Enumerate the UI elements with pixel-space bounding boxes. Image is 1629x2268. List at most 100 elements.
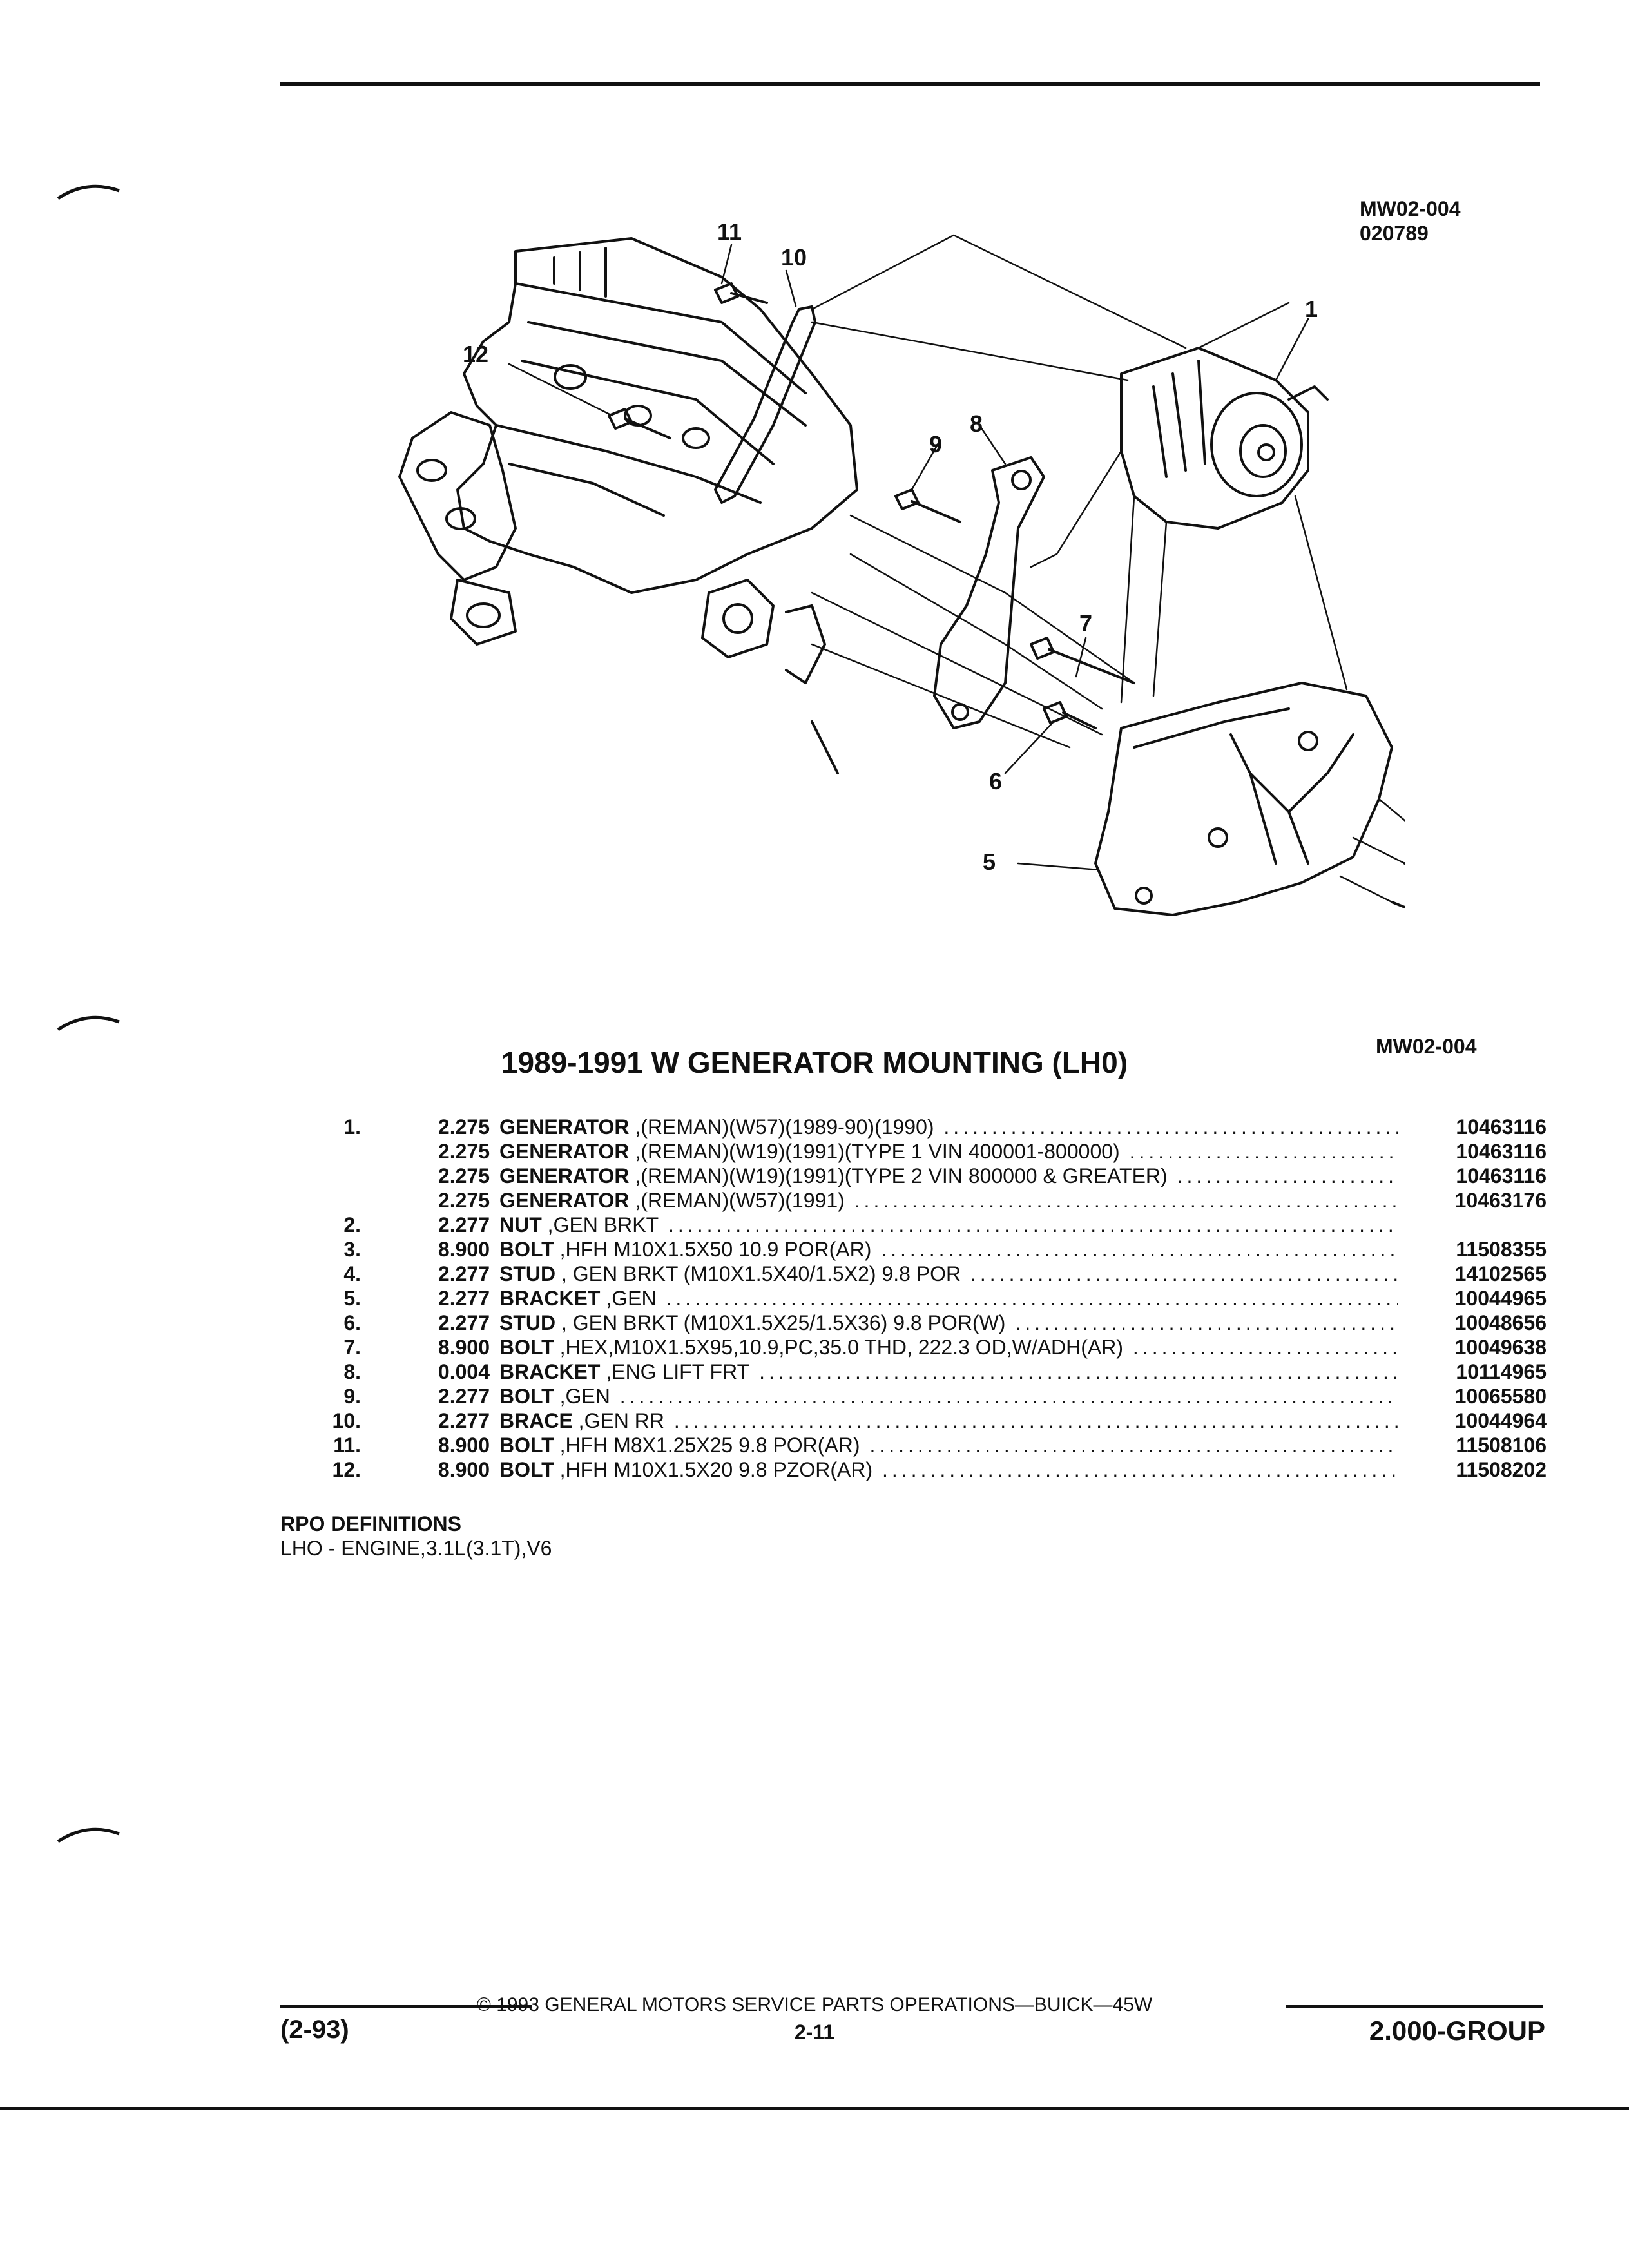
footer-rule-right: [1286, 2005, 1543, 2008]
lift-bracket-drawing: [933, 456, 1045, 729]
item-name: GENERATOR: [499, 1189, 630, 1212]
item-name: BOLT: [499, 1336, 554, 1359]
item-part-number: 10463116: [1456, 1115, 1547, 1139]
item-name: STUD: [499, 1262, 556, 1285]
item-number: 5.: [343, 1287, 361, 1310]
section-title: 1989-1991 W GENERATOR MOUNTING (LH0): [501, 1046, 1128, 1079]
stud-4-drawing: [1391, 901, 1405, 909]
item-number: 12.: [332, 1458, 361, 1481]
dot-leader: ........................................…: [668, 1213, 1398, 1236]
item-part-number: 11508355: [1456, 1238, 1547, 1261]
item-detail: ,GEN BRKT: [541, 1213, 659, 1236]
item-name: BOLT: [499, 1434, 554, 1457]
item-name: GENERATOR: [499, 1140, 630, 1163]
item-group-number: 2.275: [438, 1164, 490, 1187]
item-description: STUD , GEN BRKT (M10X1.5X40/1.5X2) 9.8 P…: [499, 1262, 1398, 1286]
bolt-11-drawing: [714, 282, 768, 304]
figure-date-code: 020789: [1360, 222, 1429, 245]
item-detail: ,HFH M8X1.25X25 9.8 POR(AR): [554, 1434, 860, 1457]
item-name: STUD: [499, 1311, 556, 1334]
figure-code-bottom: MW02-004: [1376, 1035, 1477, 1058]
rpo-definitions: RPO DEFINITIONS LHO - ENGINE,3.1L(3.1T),…: [280, 1512, 552, 1561]
item-part-number: 14102565: [1454, 1262, 1547, 1285]
dot-leader: ........................................…: [1015, 1311, 1398, 1334]
footer-copyright: © 1993 GENERAL MOTORS SERVICE PARTS OPER…: [476, 1994, 1153, 2015]
item-part-number: 10463116: [1456, 1164, 1547, 1187]
dot-leader: ........................................…: [970, 1262, 1398, 1285]
item-number: 10.: [332, 1409, 361, 1432]
dot-leader: ........................................…: [882, 1458, 1398, 1481]
item-detail: ,HFH M10X1.5X20 9.8 PZOR(AR): [554, 1458, 873, 1481]
callout-6: 6: [989, 768, 1002, 794]
dot-leader: ........................................…: [854, 1189, 1398, 1212]
item-description: NUT ,GEN BRKT ..........................…: [499, 1213, 1398, 1237]
item-part-number: 10044964: [1454, 1409, 1547, 1432]
item-name: BRACKET: [499, 1287, 601, 1310]
binder-mark-top: [57, 184, 120, 200]
bolt-12-drawing: [608, 408, 671, 439]
dot-leader: ........................................…: [666, 1287, 1398, 1310]
item-detail: , GEN BRKT (M10X1.5X25/1.5X36) 9.8 POR(W…: [555, 1311, 1006, 1334]
item-description: BRACKET ,ENG LIFT FRT ..................…: [499, 1360, 1398, 1384]
dot-leader: ........................................…: [619, 1385, 1398, 1408]
item-group-number: 8.900: [438, 1238, 490, 1261]
generator-bracket-drawing: [1094, 682, 1393, 916]
item-description: BOLT ,HFH M10X1.5X50 10.9 POR(AR) ......…: [499, 1237, 1398, 1262]
item-group-number: 2.275: [438, 1115, 490, 1139]
item-part-number: 10049638: [1454, 1336, 1547, 1359]
item-group-number: 0.004: [438, 1360, 490, 1383]
item-description: BOLT ,HFH M10X1.5X20 9.8 PZOR(AR) ......…: [499, 1457, 1398, 1482]
callout-10: 10: [781, 244, 807, 271]
item-description: STUD , GEN BRKT (M10X1.5X25/1.5X36) 9.8 …: [499, 1311, 1398, 1335]
item-part-number: 10044965: [1454, 1287, 1547, 1310]
dot-leader: ........................................…: [943, 1115, 1398, 1139]
item-group-number: 8.900: [438, 1336, 490, 1359]
item-description: BOLT ,GEN ..............................…: [499, 1384, 1398, 1408]
callout-11: 11: [717, 218, 742, 245]
figure-code-top: MW02-004 020789: [1360, 197, 1461, 245]
bolt-7-drawing: [1030, 637, 1135, 684]
item-part-number: 10048656: [1454, 1311, 1547, 1334]
footer-rule-left: [280, 2005, 532, 2008]
footer-revision-date: (2-93): [280, 2015, 349, 2044]
item-name: NUT: [499, 1213, 542, 1236]
callout-9: 9: [929, 431, 942, 457]
item-name: BRACKET: [499, 1360, 601, 1383]
bottom-rule: [0, 2107, 1629, 2110]
callout-7: 7: [1079, 610, 1092, 637]
binder-mark-middle: [57, 1015, 120, 1032]
item-detail: ,(REMAN)(W19)(1991)(TYPE 1 VIN 400001-80…: [629, 1140, 1120, 1163]
item-description: BOLT ,HEX,M10X1.5X95,10.9,PC,35.0 THD, 2…: [499, 1335, 1398, 1360]
item-group-number: 2.277: [438, 1385, 490, 1408]
rpo-line: LHO - ENGINE,3.1L(3.1T),V6: [280, 1537, 552, 1560]
bolt-9-drawing: [894, 488, 961, 523]
item-part-number: 10114965: [1456, 1360, 1547, 1383]
binder-mark-bottom: [57, 1827, 120, 1843]
item-part-number: 11508202: [1456, 1458, 1547, 1481]
dot-leader: ........................................…: [759, 1360, 1398, 1383]
dot-leader: ........................................…: [1177, 1164, 1398, 1187]
item-detail: , GEN BRKT (M10X1.5X40/1.5X2) 9.8 POR: [555, 1262, 961, 1285]
item-name: BOLT: [499, 1385, 554, 1408]
item-detail: ,HFH M10X1.5X50 10.9 POR(AR): [554, 1238, 872, 1261]
dot-leader: ........................................…: [869, 1434, 1398, 1457]
item-description: GENERATOR ,(REMAN)(W57)(1989-90)(1990) .…: [499, 1115, 1398, 1139]
item-group-number: 8.900: [438, 1434, 490, 1457]
footer-page-number: 2-11: [794, 2021, 835, 2044]
item-name: GENERATOR: [499, 1115, 630, 1139]
dot-leader: ........................................…: [1129, 1140, 1398, 1163]
item-name: BOLT: [499, 1458, 554, 1481]
item-detail: ,GEN: [600, 1287, 657, 1310]
callout-5: 5: [983, 849, 996, 875]
item-number: 11.: [333, 1434, 361, 1457]
